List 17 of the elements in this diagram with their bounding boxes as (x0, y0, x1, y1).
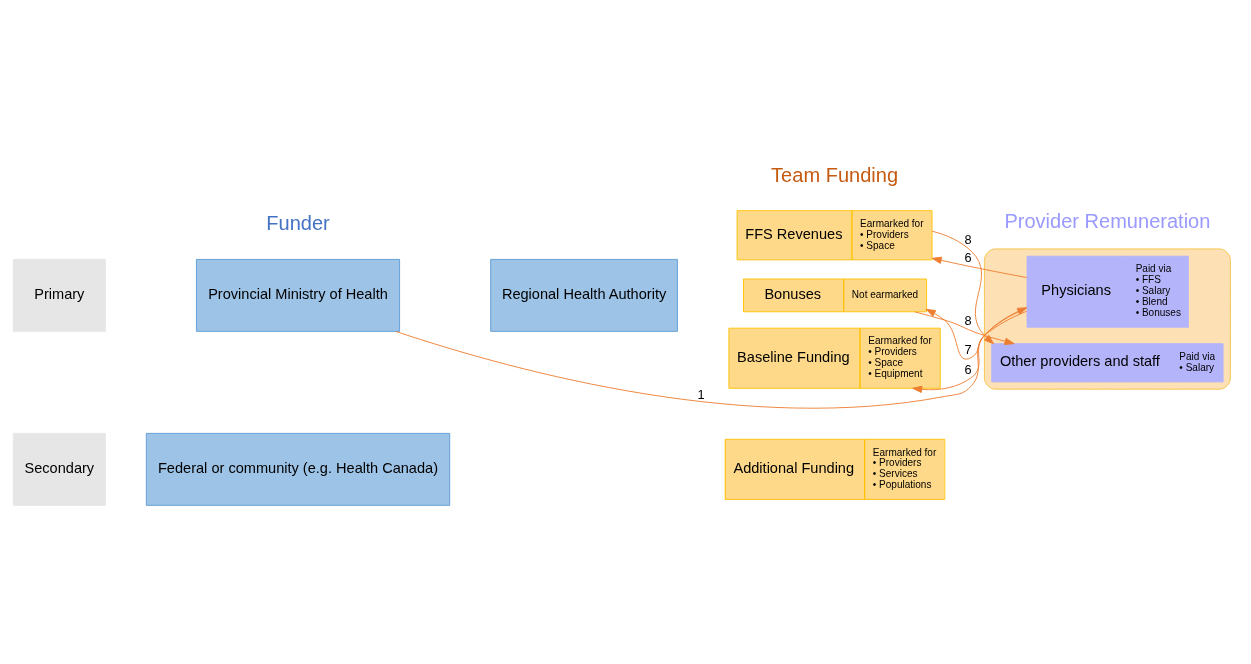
node-box: Secondary (12, 432, 106, 506)
edge-label: 1 (697, 386, 705, 401)
edge-label: 6 (964, 361, 972, 377)
label: Provider Remuneration (1004, 209, 1211, 232)
node-box: Federal or community (e.g. Health Canada) (145, 432, 451, 506)
label: Funder (266, 211, 330, 234)
edge-label: 8 (964, 312, 972, 328)
arrow (914, 310, 1015, 345)
edge-label: 7 (964, 341, 972, 357)
node-box: Primary (12, 258, 106, 332)
node-box: Provincial Ministry of Health (195, 258, 401, 332)
node-box: Regional Health Authority (490, 258, 678, 332)
label: Team Funding (771, 163, 899, 186)
arrow (931, 230, 995, 344)
arrow (931, 256, 1028, 278)
edge-label: 6 (964, 249, 972, 265)
edge-label: 8 (964, 231, 972, 247)
